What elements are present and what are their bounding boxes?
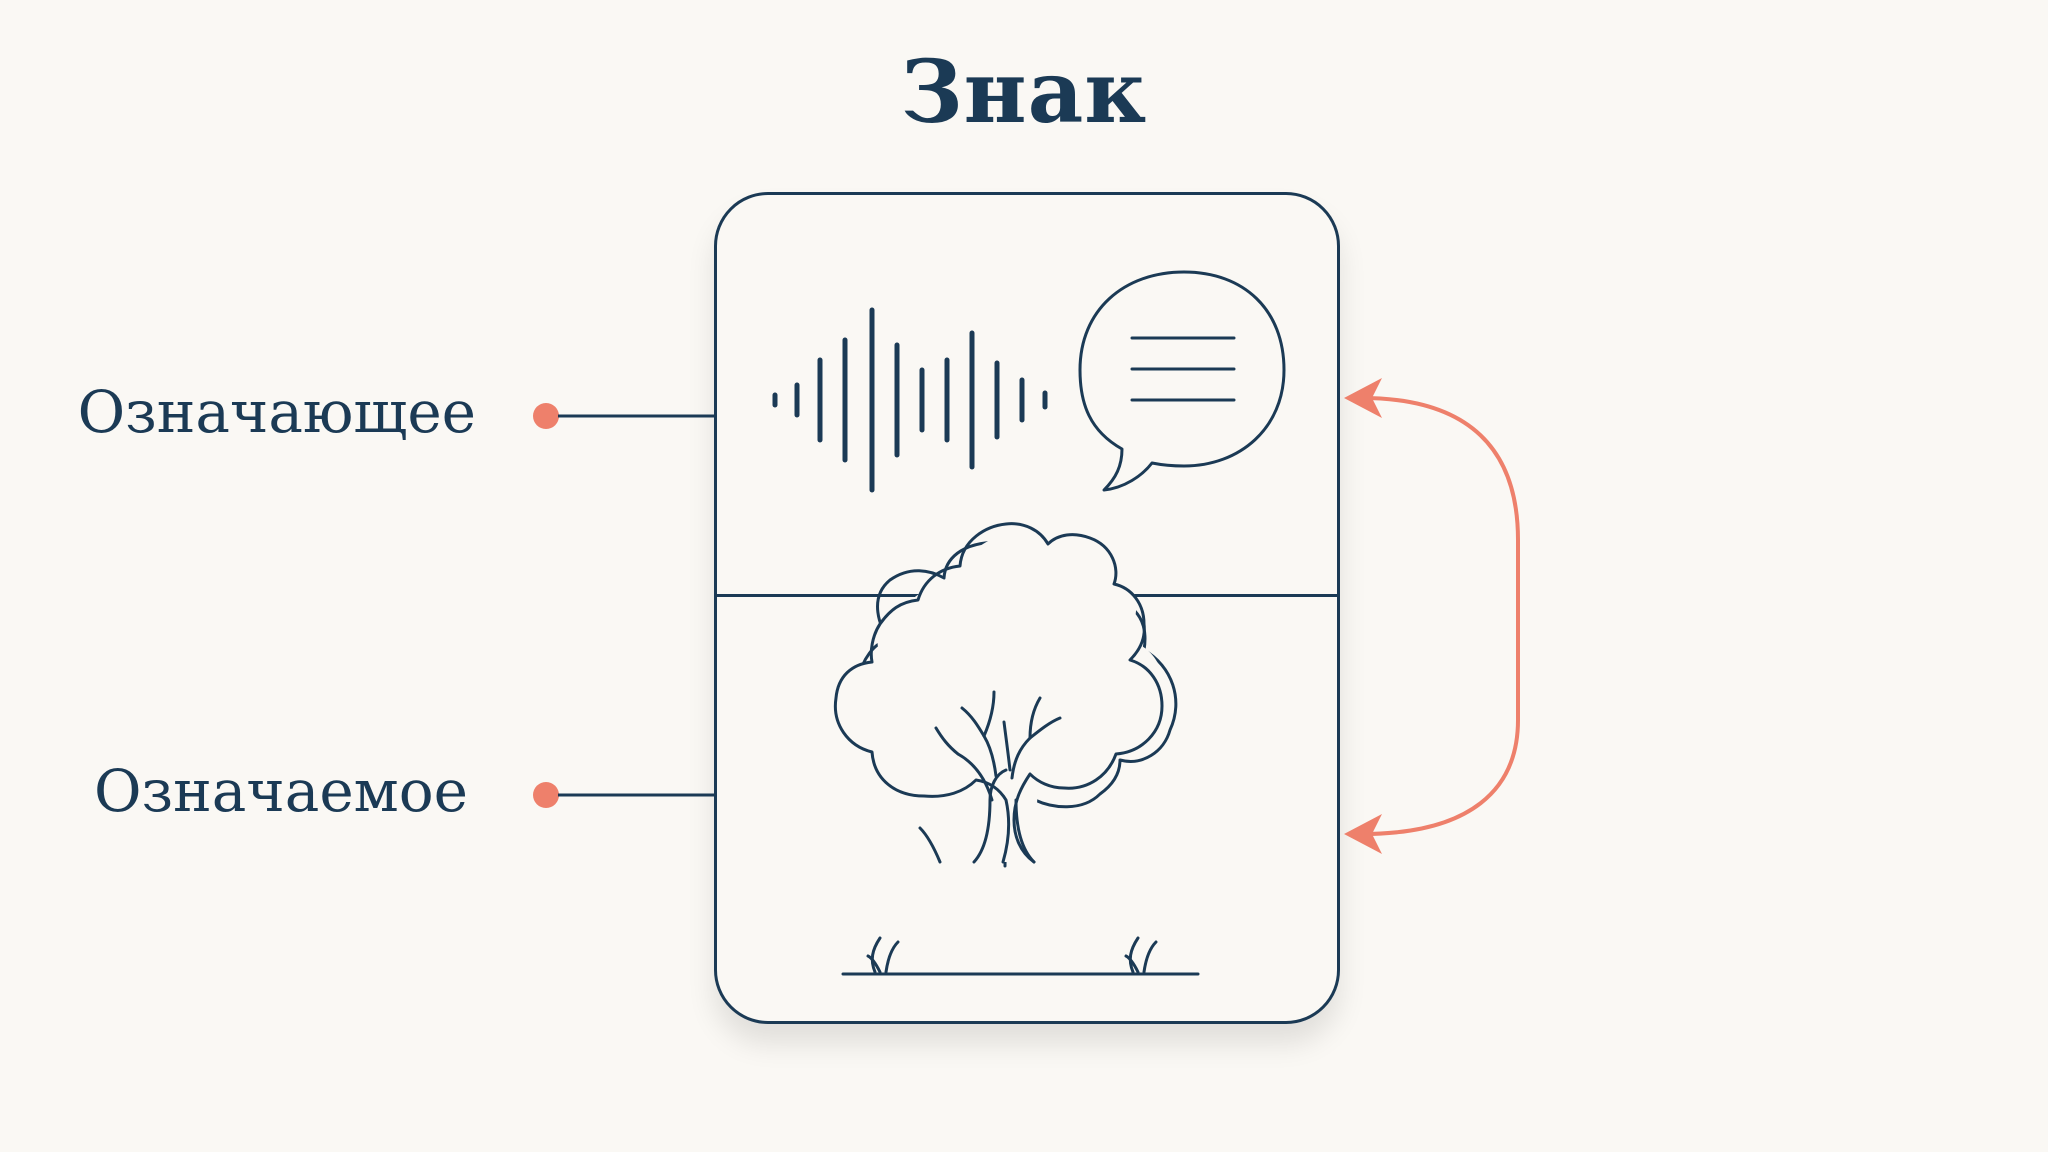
signifier-label: Означающее: [77, 378, 476, 446]
tree-trunk-icon: [833, 520, 1164, 864]
signified-label: Означаемое: [93, 757, 468, 825]
sign-card: [714, 192, 1340, 1024]
signified-connector: [533, 782, 714, 808]
diagram-title: Знак: [900, 42, 1148, 143]
sound-wave-icon: [772, 307, 1048, 493]
speech-bubble-icon: [1078, 270, 1286, 492]
signifier-connector: [533, 403, 714, 429]
ground-icon: [841, 936, 1200, 976]
bidirectional-arrow: [1344, 378, 1520, 854]
